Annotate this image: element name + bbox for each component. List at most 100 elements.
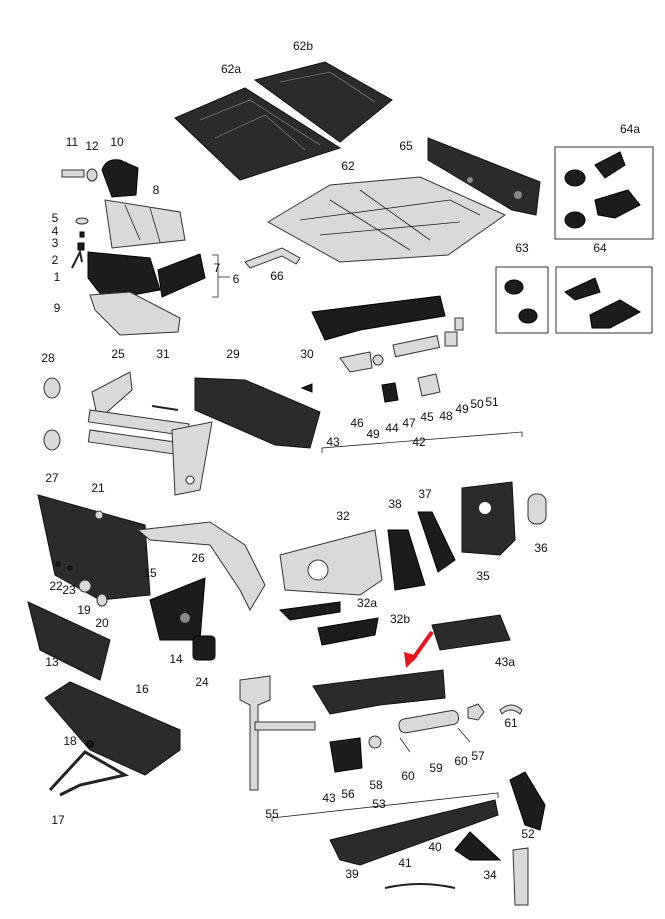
part-41-strip <box>384 883 456 889</box>
callout-label-62: 62 <box>341 159 355 173</box>
callout-label-35: 35 <box>476 569 490 583</box>
part-34-post <box>512 847 529 906</box>
callout-label-52: 52 <box>521 827 535 841</box>
part-31-pin <box>151 405 179 411</box>
callout-label-7: 7 <box>214 261 221 275</box>
callout-label-62a: 62a <box>221 62 241 76</box>
callout-label-23: 23 <box>62 583 76 597</box>
part-43-heater-channel <box>311 295 446 341</box>
callout-label-58: 58 <box>369 778 383 792</box>
part-30-clip <box>300 383 313 393</box>
part-64-group <box>555 266 653 334</box>
callout-label-17: 17 <box>51 813 65 827</box>
callout-label-25: 25 <box>111 347 125 361</box>
part-26-arch <box>136 521 266 612</box>
part-36-grommet <box>527 493 547 525</box>
callout-label-64: 64 <box>593 241 607 255</box>
callout-label-43: 43 <box>326 435 340 449</box>
callout-label-49: 49 <box>366 427 380 441</box>
callout-label-55: 55 <box>265 807 279 821</box>
callout-label-57: 57 <box>471 749 485 763</box>
callout-label-3: 3 <box>52 236 59 250</box>
part-9-skid-plate <box>89 291 181 336</box>
callout-label-31: 31 <box>156 347 170 361</box>
callout-label-61: 61 <box>504 716 518 730</box>
callout-label-65: 65 <box>399 139 413 153</box>
part-23-screw <box>67 565 73 571</box>
callout-label-39: 39 <box>345 867 359 881</box>
callout-label-38: 38 <box>388 497 402 511</box>
part-11-bolt <box>61 169 85 178</box>
callout-label-60: 60 <box>454 754 468 768</box>
callout-label-32a: 32a <box>357 596 377 610</box>
part-29-beam-panel <box>194 377 321 449</box>
callout-label-19: 19 <box>77 603 91 617</box>
callout-label-28: 28 <box>41 351 55 365</box>
callout-label-63: 63 <box>515 241 529 255</box>
part-52-corner-piece <box>509 771 546 831</box>
part-43a-channel <box>431 614 511 651</box>
part-8-bracket <box>104 199 186 249</box>
part-17-bracket <box>48 750 130 797</box>
callout-label-29: 29 <box>226 347 240 361</box>
part-32a-strip <box>278 601 341 621</box>
callout-label-45: 45 <box>420 410 434 424</box>
callout-label-30: 30 <box>300 347 314 361</box>
part-58-grommet <box>368 735 382 749</box>
callout-label-43a: 43a <box>495 655 515 669</box>
callout-label-50: 50 <box>470 397 484 411</box>
callout-label-8: 8 <box>153 183 160 197</box>
callout-label-44: 44 <box>385 421 399 435</box>
callout-label-64a: 64a <box>620 122 640 136</box>
part-66-bracket <box>244 247 301 269</box>
part-7-panel <box>157 253 206 298</box>
callout-label-32b: 32b <box>390 612 410 626</box>
part-61-clip <box>499 704 523 715</box>
part-16-floor-section <box>44 681 181 776</box>
part-43-channel-lower <box>312 669 446 715</box>
callout-label-27: 27 <box>45 471 59 485</box>
part-35-panel <box>461 481 516 556</box>
callout-label-15: 15 <box>143 566 157 580</box>
callout-label-47: 47 <box>402 416 416 430</box>
callout-label-49: 49 <box>455 402 469 416</box>
part-65-tunnel-rail <box>427 137 541 216</box>
part-12-washer <box>86 168 98 182</box>
part-40-cone <box>454 831 502 861</box>
part-3-clip <box>77 242 85 251</box>
callout-label-20: 20 <box>95 616 109 630</box>
part-10-cap <box>101 159 139 198</box>
callout-label-34: 34 <box>483 868 497 882</box>
callout-label-53: 53 <box>372 797 386 811</box>
callout-label-14: 14 <box>169 652 183 666</box>
part-28-fitting <box>43 377 61 399</box>
part-5-clip <box>75 217 89 225</box>
callout-label-66: 66 <box>270 269 284 283</box>
part-27-fitting <box>43 429 61 451</box>
part-62b-floor-pan-right <box>253 61 393 143</box>
callout-label-6: 6 <box>233 272 240 286</box>
callout-label-1: 1 <box>54 270 61 284</box>
part-42-assembly <box>339 317 464 403</box>
callout-label-37: 37 <box>418 487 432 501</box>
part-62-floor-frame <box>266 176 507 263</box>
part-21-nut <box>94 510 104 520</box>
callout-label-21: 21 <box>91 481 105 495</box>
part-55-frame <box>239 675 316 791</box>
callout-label-42: 42 <box>412 435 426 449</box>
part-60-clamp-left <box>399 737 411 753</box>
part-15-side-panel <box>37 494 151 601</box>
callout-label-32: 32 <box>336 509 350 523</box>
part-39-sill <box>329 799 499 866</box>
part-19-grommet <box>78 579 92 593</box>
part-60-clamp-right <box>457 727 471 743</box>
part-32b-strip <box>317 617 379 646</box>
callout-label-46: 46 <box>350 416 364 430</box>
callout-label-24: 24 <box>195 675 209 689</box>
callout-label-4: 4 <box>52 224 59 238</box>
callout-label-13: 13 <box>45 655 59 669</box>
callout-label-18: 18 <box>63 734 77 748</box>
callout-label-9: 9 <box>54 301 61 315</box>
part-37-panel <box>417 511 456 573</box>
part-2-rod <box>71 248 83 269</box>
